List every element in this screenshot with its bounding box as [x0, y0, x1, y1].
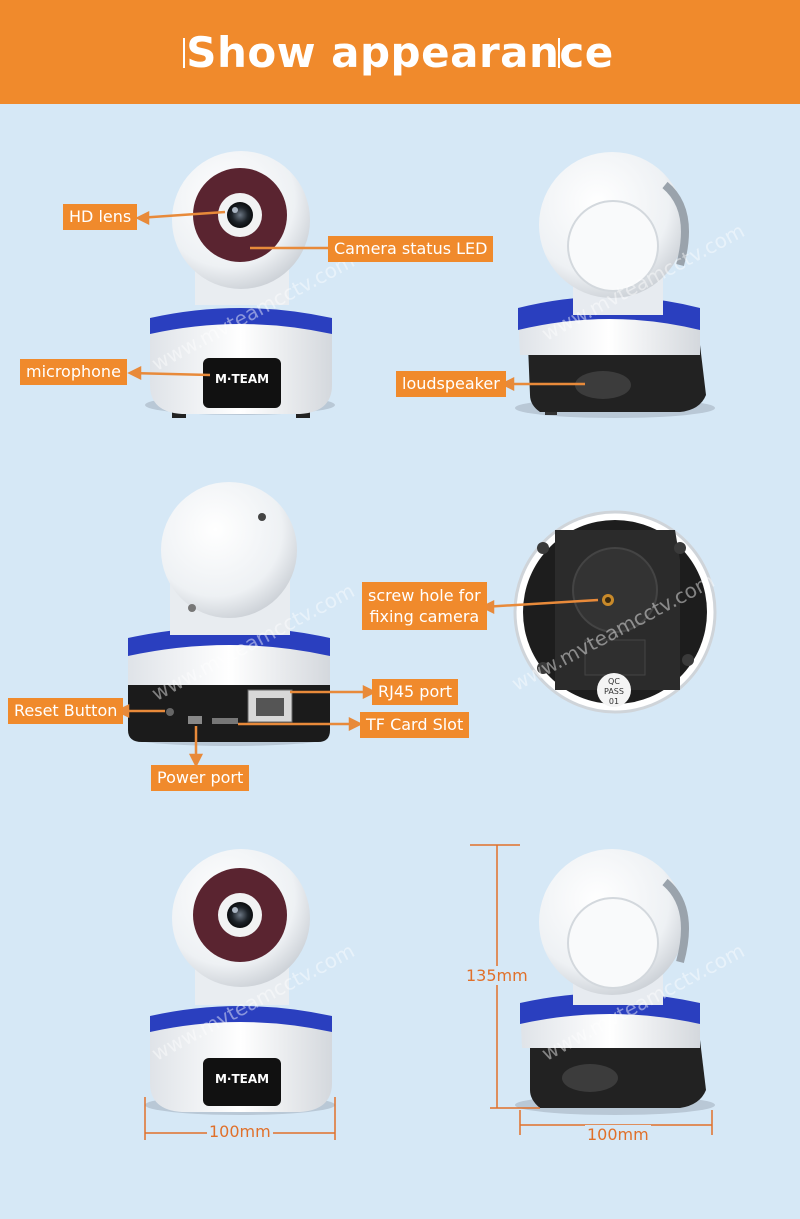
camera-side-view: [515, 152, 715, 418]
camera-back-ports-view: [128, 482, 330, 746]
label-screw-hole-line1: screw hole for: [368, 586, 481, 605]
label-loudspeaker: loudspeaker: [396, 371, 506, 397]
label-rj45-port: RJ45 port: [372, 679, 459, 705]
page-title: Show appearance: [186, 28, 614, 77]
label-camera-status-led: Camera status LED: [328, 236, 494, 262]
qc-pass-sticker: QC PASS 01: [597, 673, 631, 707]
dimension-width-front: 100mm: [207, 1122, 273, 1141]
label-power-port: Power port: [151, 765, 250, 791]
dimension-height: 135mm: [464, 966, 530, 985]
label-hd-lens: HD lens: [63, 204, 138, 230]
camera-bottom-view: QC PASS 01: [513, 510, 717, 714]
qc-line2: PASS: [604, 687, 624, 696]
label-tf-card-slot: TF Card Slot: [360, 712, 470, 738]
label-reset-button: Reset Button: [8, 698, 124, 724]
label-microphone: microphone: [20, 359, 127, 385]
camera-front-view: [145, 151, 335, 418]
brand-logo-front-dimension: M·TEAM: [214, 1072, 270, 1086]
qc-line3: 01: [609, 697, 619, 706]
label-screw-hole: screw hole for fixing camera: [362, 582, 487, 630]
title-divider-right: [558, 38, 560, 68]
brand-logo-front: M·TEAM: [214, 372, 270, 386]
camera-front-dimension-view: [145, 849, 335, 1115]
label-screw-hole-line2: fixing camera: [369, 607, 480, 626]
callout-arrows: [115, 210, 599, 768]
qc-line1: QC: [608, 677, 620, 686]
header-banner: Show appearance: [0, 0, 800, 104]
title-divider-left: [183, 38, 185, 68]
camera-side-dimension-view: [515, 849, 715, 1115]
dimension-width-side: 100mm: [585, 1125, 651, 1144]
